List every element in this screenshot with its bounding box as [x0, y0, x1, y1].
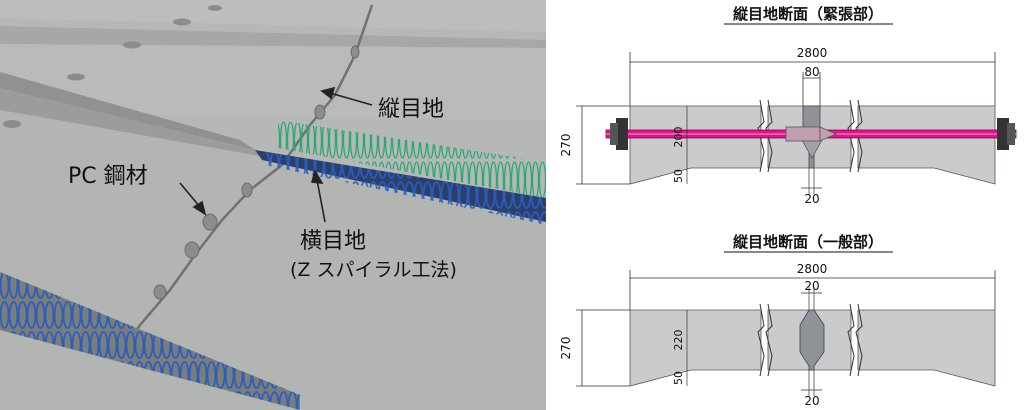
general-inner-height: 220	[672, 330, 685, 351]
general-section-title: 縦目地断面（一般部）	[733, 233, 883, 251]
general-slab-left	[629, 309, 762, 387]
tensioned-total-width: 2800	[797, 46, 828, 60]
longitudinal-joint-label: 縦目地	[378, 97, 444, 122]
pc-steel-bulges	[153, 45, 360, 300]
general-slab-right	[857, 309, 996, 387]
transverse-method-label: (Z スパイラル工法)	[290, 259, 457, 281]
dowel-hole	[123, 41, 141, 49]
tensioned-section: 縦目地断面（緊張部） 2800 80	[559, 5, 1017, 206]
general-top-width: 20	[804, 279, 819, 293]
tensioned-joint-width: 80	[804, 65, 819, 79]
general-bottom-height: 50	[672, 371, 685, 385]
tensioned-bottom-width: 20	[804, 192, 819, 206]
general-total-width: 2800	[797, 262, 828, 276]
general-height: 270	[559, 337, 573, 360]
joint-section-drawings: 縦目地断面（緊張部） 2800 80	[559, 5, 1017, 408]
dowel-hole	[67, 73, 85, 81]
tensioned-bottom-height: 50	[672, 169, 685, 183]
far-slab-middle	[0, 44, 546, 120]
anchor-left	[610, 118, 628, 150]
tensioned-slab-left	[629, 105, 762, 185]
label-arrows	[179, 86, 373, 223]
tensioned-height: 270	[559, 134, 573, 157]
tensioned-section-title: 縦目地断面（緊張部）	[733, 5, 883, 23]
pavement-3d-view: 縦目地 PC 鋼材 横目地 (Z スパイラル工法)	[0, 0, 546, 410]
green-spiral-band	[278, 120, 546, 198]
groove-strip-lower	[0, 88, 265, 157]
pc-steel-label: PC 鋼材	[68, 164, 148, 189]
far-slab-upper	[0, 0, 546, 32]
blue-spiral-band-left-coils	[0, 272, 300, 410]
general-section: 縦目地断面（一般部） 2800 20 270 220 50	[559, 233, 996, 408]
anchor-right	[997, 118, 1015, 150]
groove-strip-upper	[0, 72, 255, 150]
blue-spiral-band-right	[265, 152, 546, 225]
tensioned-slab-right	[857, 105, 996, 185]
dowel-hole	[3, 120, 21, 128]
tensioned-inner-height: 200	[672, 127, 685, 148]
transverse-joint-label: 横目地	[300, 229, 366, 254]
dowel-hole	[173, 18, 191, 26]
dowel-hole	[208, 5, 222, 11]
general-bottom-width: 20	[804, 394, 819, 408]
